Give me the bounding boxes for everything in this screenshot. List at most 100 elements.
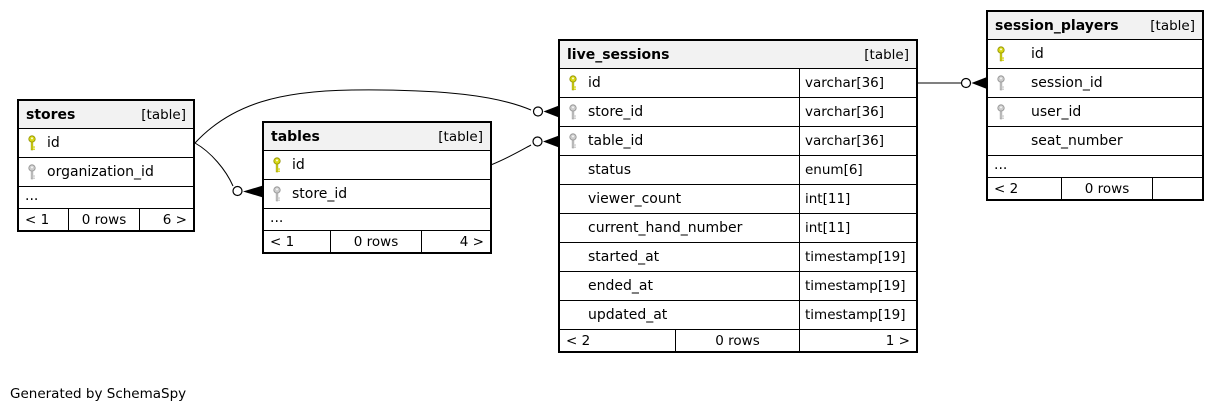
column-row: viewer_count int[11] [560, 184, 916, 213]
zero-circle-marker [532, 106, 544, 117]
zero-circle-marker [232, 185, 243, 197]
column-row: status enum[6] [560, 155, 916, 184]
zero-circle-marker [532, 136, 543, 147]
foreign-key-icon [996, 104, 1031, 120]
column-name: seat_number [1031, 133, 1123, 149]
column-row: ended_at timestamp[19] [560, 271, 916, 300]
column-row: store_id [264, 179, 490, 208]
column-name: current_hand_number [588, 220, 743, 236]
zero-circle-marker [960, 77, 972, 89]
children-count: 6 > [162, 211, 187, 228]
column-name: ended_at [588, 278, 653, 294]
column-row: organization_id [19, 157, 193, 186]
column-row: id [264, 151, 490, 179]
parents-count: < 1 [25, 211, 50, 228]
column-name: updated_at [588, 307, 668, 323]
foreign-key-icon [568, 104, 588, 120]
column-type: int[11] [799, 214, 916, 242]
parents-count: < 2 [566, 332, 591, 349]
column-name: id [588, 75, 601, 91]
table-header: session_players [table] [988, 12, 1202, 40]
column-row: started_at timestamp[19] [560, 242, 916, 271]
row-count: 0 rows [68, 209, 140, 230]
column-type: timestamp[19] [799, 301, 916, 329]
column-name: id [47, 135, 60, 151]
foreign-key-icon [272, 186, 292, 202]
table-name: tables [271, 128, 320, 145]
table-kind-label: [table] [141, 106, 186, 123]
crow-foot-marker [543, 135, 559, 148]
column-type: timestamp[19] [799, 243, 916, 271]
primary-key-icon [568, 75, 588, 91]
ellipsis-row: ... [19, 186, 193, 208]
column-row: id [988, 40, 1202, 68]
column-row: store_id varchar[36] [560, 97, 916, 126]
column-type: varchar[36] [799, 127, 916, 155]
foreign-key-icon [568, 133, 588, 149]
column-name: session_id [1031, 75, 1103, 91]
column-row: updated_at timestamp[19] [560, 300, 916, 329]
table-tables[interactable]: tables [table] id store_id ... < 1 0 row… [262, 121, 492, 254]
column-name: store_id [292, 186, 348, 202]
children-count [1153, 178, 1202, 199]
table-footer: < 1 0 rows 4 > [264, 230, 490, 252]
table-footer: < 1 0 rows 6 > [19, 208, 193, 230]
column-row: current_hand_number int[11] [560, 213, 916, 242]
column-type: int[11] [799, 185, 916, 213]
table-footer: < 2 0 rows [988, 177, 1202, 199]
parents-count: < 1 [270, 233, 295, 250]
table-footer: < 2 0 rows 1 > [560, 329, 916, 351]
table-header: stores [table] [19, 101, 193, 129]
crow-foot-marker [243, 185, 263, 198]
parents-count: < 2 [994, 180, 1019, 197]
column-type: timestamp[19] [799, 272, 916, 300]
table-live-sessions[interactable]: live_sessions [table] id varchar[36] sto… [558, 39, 918, 353]
ellipsis-row: ... [988, 155, 1202, 177]
column-name: store_id [588, 104, 644, 120]
column-row: id [19, 129, 193, 157]
ellipsis-row: ... [264, 208, 490, 230]
foreign-key-icon [27, 164, 47, 180]
table-session-players[interactable]: session_players [table] id session_id us… [986, 10, 1204, 201]
column-row: id varchar[36] [560, 69, 916, 97]
relation-live-sessions-session-players [918, 77, 987, 89]
column-name: status [588, 162, 632, 178]
crow-foot-marker [971, 77, 987, 89]
row-count: 0 rows [675, 330, 800, 351]
column-row: seat_number [988, 126, 1202, 155]
column-name: organization_id [47, 164, 154, 180]
generated-by-note: Generated by SchemaSpy [10, 386, 187, 402]
primary-key-icon [272, 157, 292, 173]
row-count: 0 rows [330, 231, 422, 252]
column-row: session_id [988, 68, 1202, 97]
column-name: viewer_count [588, 191, 682, 207]
table-kind-label: [table] [1150, 17, 1195, 34]
table-stores[interactable]: stores [table] id organization_id ... < … [17, 99, 195, 232]
column-name: id [292, 157, 305, 173]
column-name: started_at [588, 249, 660, 265]
crow-foot-marker [543, 105, 559, 118]
column-row: user_id [988, 97, 1202, 126]
relation-stores-tables [194, 142, 263, 198]
column-type: varchar[36] [799, 98, 916, 126]
table-kind-label: [table] [438, 128, 483, 145]
column-type: varchar[36] [799, 69, 916, 97]
relation-tables-live-sessions [491, 135, 559, 165]
table-name: stores [26, 106, 76, 123]
foreign-key-icon [996, 75, 1031, 91]
column-name: id [1031, 46, 1044, 62]
column-name: table_id [588, 133, 644, 149]
table-header: live_sessions [table] [560, 41, 916, 69]
column-type: enum[6] [799, 156, 916, 184]
table-name: live_sessions [567, 46, 670, 63]
column-row: table_id varchar[36] [560, 126, 916, 155]
primary-key-icon [996, 46, 1031, 62]
column-name: user_id [1031, 104, 1082, 120]
children-count: 4 > [459, 233, 484, 250]
row-count: 0 rows [1061, 178, 1153, 199]
table-name: session_players [995, 17, 1119, 34]
table-kind-label: [table] [864, 46, 909, 63]
table-header: tables [table] [264, 123, 490, 151]
primary-key-icon [27, 135, 47, 151]
